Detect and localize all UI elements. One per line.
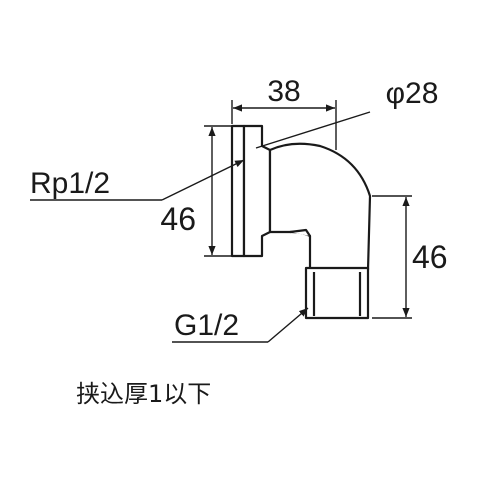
diameter-leader	[255, 111, 371, 149]
wall-plate	[230, 124, 246, 258]
elbow-body	[268, 142, 372, 272]
outlet-end	[304, 266, 370, 320]
inlet-leader	[161, 159, 245, 201]
dimension-top-width: 38	[267, 75, 300, 108]
clamp-thickness-note: 挟込厚1以下	[76, 380, 212, 408]
inlet-thread-label: Rp1/2	[30, 167, 110, 200]
fitting-body	[230, 124, 372, 320]
dimension-diameter: φ28	[386, 77, 439, 110]
dimension-lines	[30, 100, 412, 343]
dimension-labels: 38 φ28 46 46 Rp1/2 G1/2	[30, 75, 448, 342]
outlet-thread-label: G1/2	[174, 309, 239, 342]
dimension-left-height: 46	[160, 201, 196, 237]
body-step	[289, 228, 311, 237]
outlet-leader	[267, 307, 309, 343]
dimension-right-height: 46	[412, 239, 448, 275]
